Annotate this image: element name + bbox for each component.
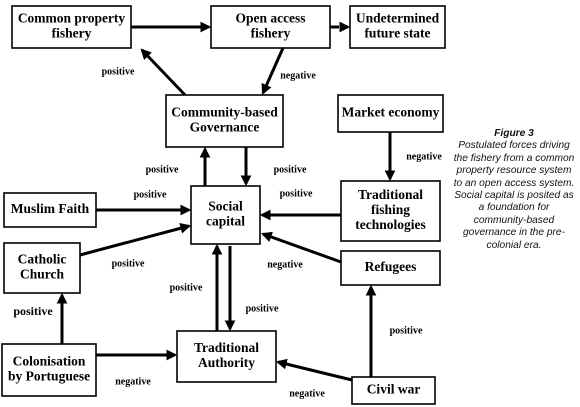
node-box xyxy=(349,5,446,49)
node-box xyxy=(165,94,284,148)
node-label-line: fishery xyxy=(251,26,291,41)
node-box xyxy=(337,94,444,133)
edge-label-negative: negative xyxy=(267,259,303,270)
edge-label-positive: positive xyxy=(246,303,279,314)
node-label-line: Governance xyxy=(190,120,260,135)
node-label-line: Muslim Faith xyxy=(11,201,90,216)
node-label-line: Undetermined xyxy=(356,11,440,26)
arrow-refugees-to-social-capital xyxy=(260,231,342,264)
edge-label-positive: positive xyxy=(102,66,135,77)
node-muslim-faith: Muslim Faith xyxy=(3,192,97,228)
node-civil-war: Civil war xyxy=(351,376,436,405)
edge-label-negative: negative xyxy=(406,151,442,162)
node-label-line: future state xyxy=(364,26,430,41)
node-box xyxy=(340,180,441,242)
node-label-line: Refugees xyxy=(365,259,417,274)
node-label-line: Traditional xyxy=(358,187,423,202)
node-label-line: Common property xyxy=(18,11,126,26)
node-label-line: fishing xyxy=(371,202,410,217)
edge-label-negative: negative xyxy=(289,388,325,399)
node-market-economy: Market economy xyxy=(337,94,444,133)
figure-caption-text: Postulated forces driving the fishery fr… xyxy=(453,140,575,251)
node-box xyxy=(3,192,97,228)
node-refugees: Refugees xyxy=(340,250,441,286)
node-label-line: Colonisation xyxy=(13,354,86,369)
edge-label-positive: positive xyxy=(13,304,53,318)
node-box xyxy=(3,242,81,294)
node-box xyxy=(351,376,436,405)
node-box xyxy=(11,5,132,49)
node-label-line: Catholic xyxy=(18,252,67,267)
node-label-line: Traditional xyxy=(194,340,259,355)
edge-label-positive: positive xyxy=(390,325,423,336)
node-label-line: Market economy xyxy=(342,105,440,120)
node-label-line: fishery xyxy=(52,26,92,41)
node-box xyxy=(1,343,97,397)
node-label-line: Civil war xyxy=(367,382,421,397)
edge-label-positive: positive xyxy=(274,164,307,175)
node-label-line: technologies xyxy=(355,217,426,232)
figure-number: Figure 3 xyxy=(494,128,534,139)
node-box xyxy=(210,5,331,49)
edge-label-positive: positive xyxy=(170,282,203,293)
edges-layer xyxy=(56,21,396,382)
arrow-open-access-to-community-gov xyxy=(261,47,285,95)
node-box xyxy=(190,185,261,245)
node-label-line: by Portuguese xyxy=(8,369,90,384)
node-label-line: Church xyxy=(20,267,65,282)
node-label-line: capital xyxy=(206,214,245,229)
arrow-community-gov-to-common-property xyxy=(140,48,187,97)
node-label-line: Community-based xyxy=(171,105,278,120)
figure-caption: Figure 3 Postulated forces driving the f… xyxy=(452,128,576,252)
arrow-catholic-church-to-social-capital xyxy=(79,223,192,257)
arrow-civil-war-to-traditional-authority xyxy=(275,358,353,382)
edge-label-negative: negative xyxy=(115,376,151,387)
node-label-line: Social xyxy=(208,199,243,214)
edge-label-positive: positive xyxy=(134,189,167,200)
edge-label-positive: positive xyxy=(112,258,145,269)
edge-label-positive: positive xyxy=(280,188,313,199)
node-label-line: Open access xyxy=(235,11,305,26)
edge-label-negative: negative xyxy=(280,70,316,81)
node-box xyxy=(340,250,441,286)
edge-labels-layer: positive negative positive positive negative… xyxy=(13,66,442,399)
edge-label-positive: positive xyxy=(146,164,179,175)
node-label-line: Authority xyxy=(198,355,255,370)
node-box xyxy=(176,330,277,383)
